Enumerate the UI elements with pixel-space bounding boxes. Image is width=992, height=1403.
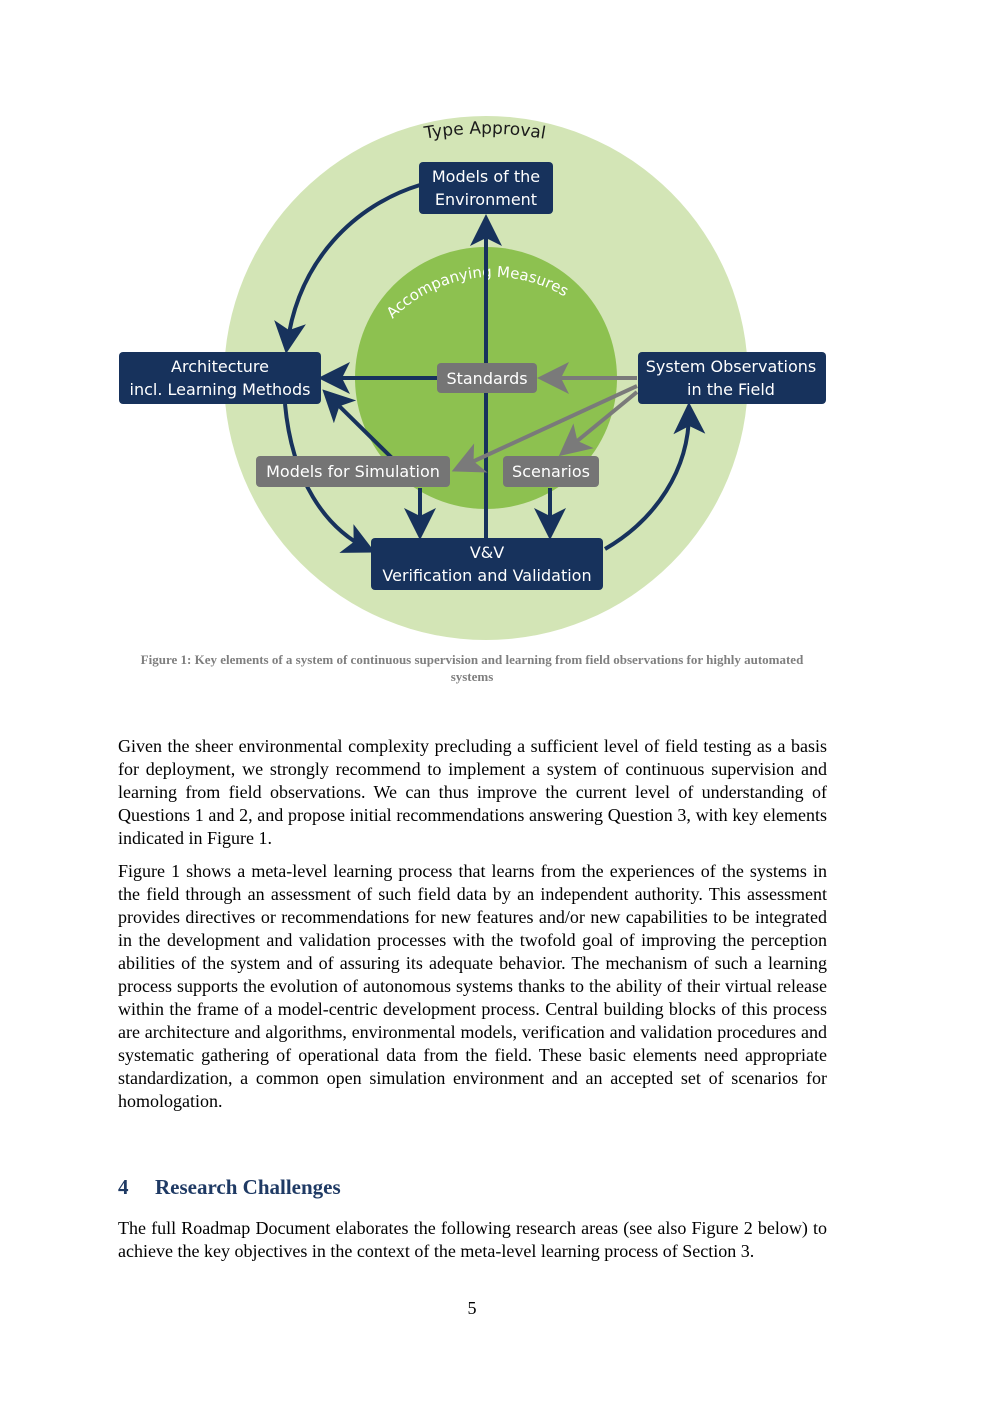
- arrow-architecture-to-vv: [283, 403, 376, 553]
- section-paragraph: The full Roadmap Document elaborates the…: [118, 1218, 827, 1261]
- section-title: Research Challenges: [155, 1175, 341, 1199]
- arrow-simulation-to-architecture: [322, 389, 394, 460]
- architecture-box: Architecture incl. Learning Methods: [119, 352, 321, 404]
- scenarios-box: Scenarios: [503, 456, 599, 487]
- architecture-line2: incl. Learning Methods: [130, 380, 311, 399]
- page-number: 5: [467, 1298, 477, 1318]
- arrow-observations-to-simulation: [451, 384, 638, 473]
- diagram-svg: Type Approval Accompanying Measures Mo: [119, 116, 826, 640]
- models-for-simulation-box: Models for Simulation: [256, 456, 450, 487]
- vv-box: V&V Verification and Validation: [371, 538, 603, 590]
- models-of-environment-box: Models of the Environment: [419, 162, 553, 214]
- figure-diagram: Type Approval Accompanying Measures Mo: [0, 0, 992, 650]
- architecture-line1: Architecture: [171, 357, 269, 376]
- scenarios-label: Scenarios: [512, 462, 590, 481]
- section-number: 4: [118, 1175, 129, 1199]
- figure-caption: Figure 1: Key elements of a system of co…: [140, 652, 804, 684]
- models-env-line2: Environment: [435, 190, 537, 209]
- paragraph-2: Figure 1 shows a meta-level learning pro…: [118, 861, 827, 1111]
- arrow-vv-to-observations: [603, 402, 706, 551]
- models-simulation-label: Models for Simulation: [266, 462, 440, 481]
- standards-label: Standards: [446, 369, 527, 388]
- system-observations-line2: in the Field: [687, 380, 775, 399]
- paragraph-1: Given the sheer environmental complexity…: [118, 736, 827, 848]
- system-observations-box: System Observations in the Field: [638, 352, 826, 404]
- vv-line1: V&V: [470, 543, 504, 562]
- models-env-line1: Models of the: [432, 167, 540, 186]
- standards-box: Standards: [437, 363, 537, 393]
- section-heading: 4 Research Challenges: [118, 1175, 341, 1200]
- vv-line2: Verification and Validation: [382, 566, 591, 585]
- arrow-observations-to-scenarios: [558, 390, 639, 457]
- system-observations-line1: System Observations: [646, 357, 817, 376]
- arrow-env-to-architecture: [274, 183, 421, 354]
